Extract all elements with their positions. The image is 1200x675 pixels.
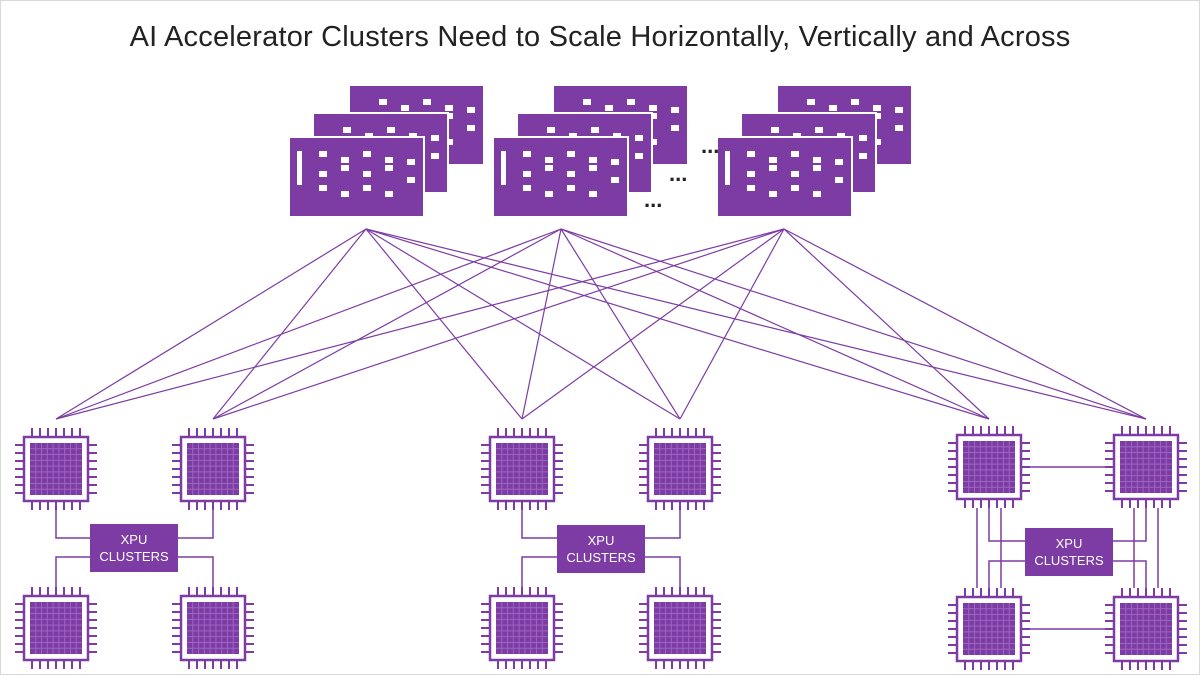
link-0-4 [365, 228, 990, 420]
xpu-group-1: XPU CLUSTERS [15, 428, 254, 669]
ellipsis-2: ... [669, 161, 687, 186]
link-2-3 [679, 228, 785, 420]
xpu-label-line2: CLUSTERS [566, 550, 636, 565]
link-1-0 [55, 228, 562, 420]
link-0-5 [365, 228, 1147, 420]
switch-stack-3 [716, 84, 913, 218]
link-1-5 [560, 228, 1147, 420]
link-1-1 [212, 228, 562, 420]
xpu-label-line1: XPU [1056, 536, 1083, 551]
link-0-0 [55, 228, 367, 420]
link-2-2 [521, 228, 785, 420]
xpu-chip [481, 587, 563, 669]
switch-stacks [288, 84, 913, 218]
ellipsis-3: ... [644, 187, 662, 212]
xpu-chip [15, 587, 97, 669]
xpu-clusters-box [1025, 528, 1113, 576]
xpu-chip [639, 587, 721, 669]
xpu-group-3: XPU CLUSTERS [948, 426, 1187, 670]
link-0-2 [365, 228, 523, 420]
link-1-2 [521, 228, 562, 420]
xpu-chip [481, 428, 563, 510]
link-0-3 [365, 228, 681, 420]
link-2-0 [55, 228, 785, 420]
link-1-3 [560, 228, 681, 420]
xpu-clusters-box [90, 524, 178, 572]
xpu-clusters-box [557, 525, 645, 573]
xpu-label-line1: XPU [121, 532, 148, 547]
xpu-label-line2: CLUSTERS [1034, 553, 1104, 568]
xpu-chip [15, 428, 97, 510]
xpu-group-2: XPU CLUSTERS [481, 428, 721, 669]
switch-stack-2 [492, 84, 689, 218]
xpu-chip [1105, 588, 1187, 670]
link-1-4 [560, 228, 990, 420]
xpu-label-line1: XPU [588, 533, 615, 548]
xpu-cluster-groups: XPU CLUSTERS XPU CLUSTERS XPU CLUSTERS [15, 426, 1187, 670]
link-2-5 [783, 228, 1147, 420]
xpu-chip [948, 588, 1030, 670]
link-0-1 [212, 228, 367, 420]
diagram-title: AI Accelerator Clusters Need to Scale Ho… [129, 21, 1071, 53]
switch-stack-1 [288, 84, 485, 218]
xpu-chip [948, 426, 1030, 508]
xpu-chip [1105, 426, 1187, 508]
network-links [55, 228, 1147, 420]
link-2-4 [783, 228, 990, 420]
xpu-chip [172, 428, 254, 510]
xpu-chip [172, 587, 254, 669]
xpu-label-line2: CLUSTERS [99, 549, 169, 564]
ellipsis-dots: ......... [644, 133, 719, 212]
link-2-1 [212, 228, 785, 420]
ellipsis-1: ... [701, 133, 719, 158]
xpu-chip [639, 428, 721, 510]
